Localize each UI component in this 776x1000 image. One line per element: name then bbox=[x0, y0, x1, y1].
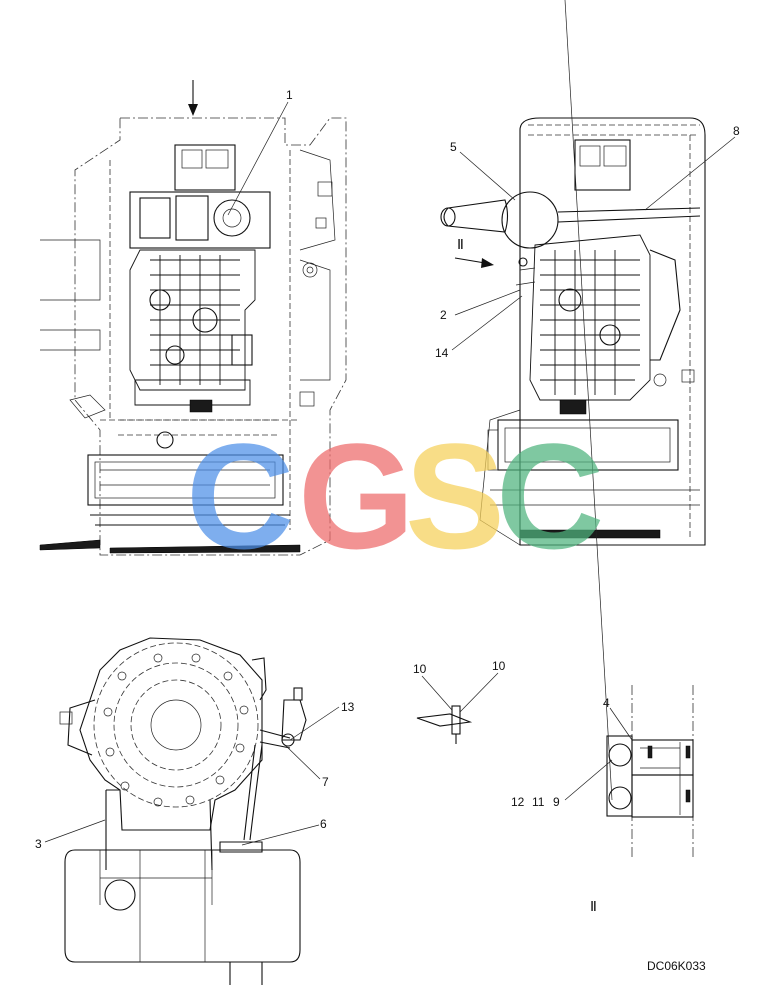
callout-13: 13 bbox=[341, 700, 355, 714]
muffler-cylinder bbox=[64, 849, 301, 985]
detail-view-II: 4 9 11 12 Ⅱ bbox=[511, 0, 694, 915]
watermark-letter-s: S bbox=[405, 412, 505, 580]
engine-compartment-right-view: Ⅱ 5 8 2 14 bbox=[435, 117, 740, 546]
callout-3: 3 bbox=[35, 837, 42, 851]
engine-block-left bbox=[129, 144, 271, 413]
callout-12: 12 bbox=[511, 795, 525, 809]
callout-14: 14 bbox=[435, 346, 449, 360]
view-arrow-label: Ⅱ bbox=[457, 238, 464, 253]
drawing-code: DC06K033 bbox=[647, 959, 706, 973]
callout-6: 6 bbox=[320, 817, 327, 831]
callout-9: 9 bbox=[553, 795, 560, 809]
watermark-letter-c2: C bbox=[496, 412, 604, 580]
callout-2: 2 bbox=[440, 308, 447, 322]
callout-8: 8 bbox=[733, 124, 740, 138]
detail-view-label: Ⅱ bbox=[590, 900, 597, 915]
callout-11: 11 bbox=[532, 795, 545, 809]
muffler-left bbox=[39, 419, 301, 554]
muffler-tube-right bbox=[440, 191, 701, 249]
callout-7: 7 bbox=[322, 775, 329, 789]
watermark-letter-c1: C bbox=[186, 412, 294, 580]
callout-10a: 10 bbox=[413, 662, 427, 676]
callout-10b: 10 bbox=[492, 659, 506, 673]
callout-5: 5 bbox=[450, 140, 457, 154]
watermark-letter-g: G bbox=[298, 412, 415, 580]
engine-block-right bbox=[515, 139, 681, 415]
engine-compartment-left-view: 1 bbox=[39, 80, 347, 556]
flywheel-bolts bbox=[103, 653, 249, 807]
clip-detail: 10 10 bbox=[413, 659, 506, 744]
flywheel-muffler-view: 13 7 6 3 bbox=[35, 637, 355, 985]
pipe-clamp-circle bbox=[501, 191, 559, 249]
cgsc-watermark: C G S C bbox=[186, 412, 604, 580]
callout-1: 1 bbox=[286, 88, 293, 102]
